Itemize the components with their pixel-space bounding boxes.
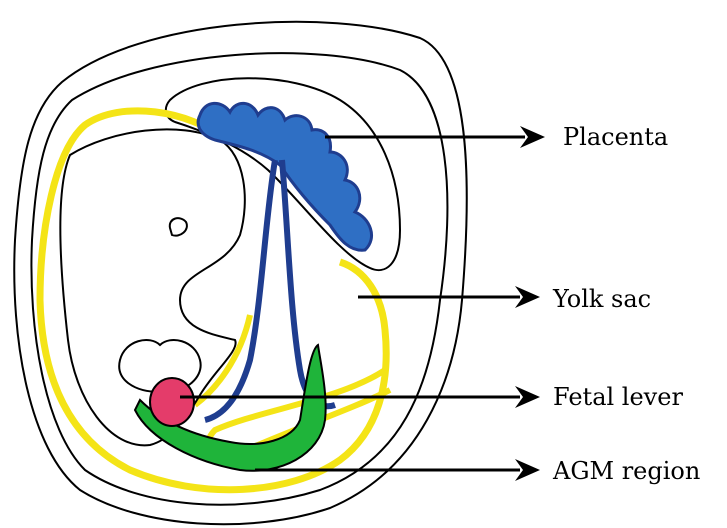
fetal-liver-label: Fetal lever bbox=[553, 385, 683, 409]
yolk-sac-label: Yolk sac bbox=[553, 287, 651, 311]
placenta-label: Placenta bbox=[563, 125, 668, 149]
yolk-sac-pointer bbox=[358, 286, 540, 308]
placenta-pointer bbox=[325, 126, 545, 148]
agm-region-label: AGM region bbox=[553, 459, 700, 483]
fetal-liver-shape bbox=[150, 378, 194, 426]
embryo-eye bbox=[170, 218, 187, 235]
